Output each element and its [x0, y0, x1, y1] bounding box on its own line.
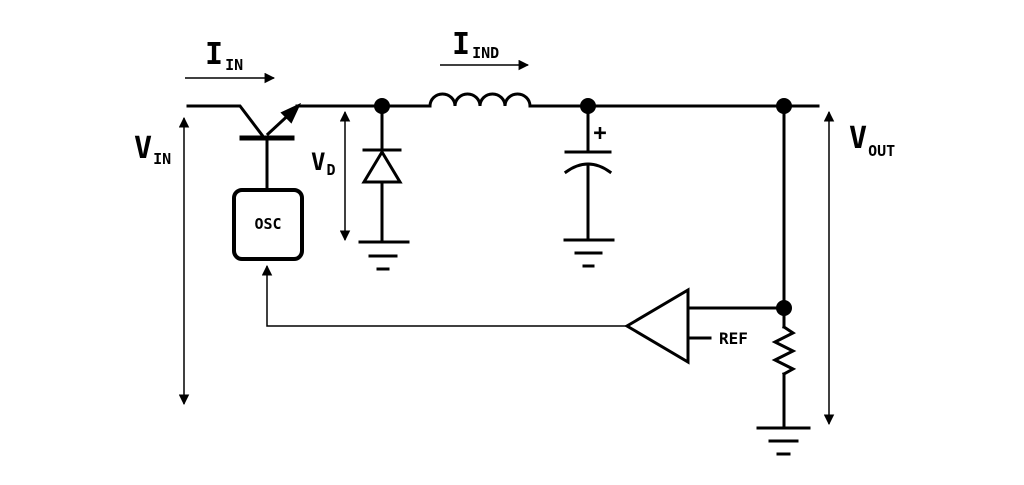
junction-out-top [776, 98, 792, 114]
resistor [771, 324, 797, 377]
ref-label: REF [719, 329, 748, 348]
junction-feedback [776, 300, 792, 316]
v-out-label: VOUT [849, 121, 895, 160]
osc-box [232, 188, 304, 261]
junction-diode [374, 98, 390, 114]
feedback-line [261, 264, 627, 327]
input-wire [186, 104, 265, 138]
v-d-label: VD [311, 148, 335, 179]
transistor-emitter-arrow [280, 102, 302, 124]
v-in-label: VIN [134, 131, 171, 168]
junction-cap [580, 98, 596, 114]
inductor [428, 92, 532, 108]
diode-triangle [361, 149, 403, 184]
cap-plus-sign: + [593, 121, 606, 146]
osc-label: OSC [254, 215, 281, 233]
error-amplifier [624, 287, 690, 365]
